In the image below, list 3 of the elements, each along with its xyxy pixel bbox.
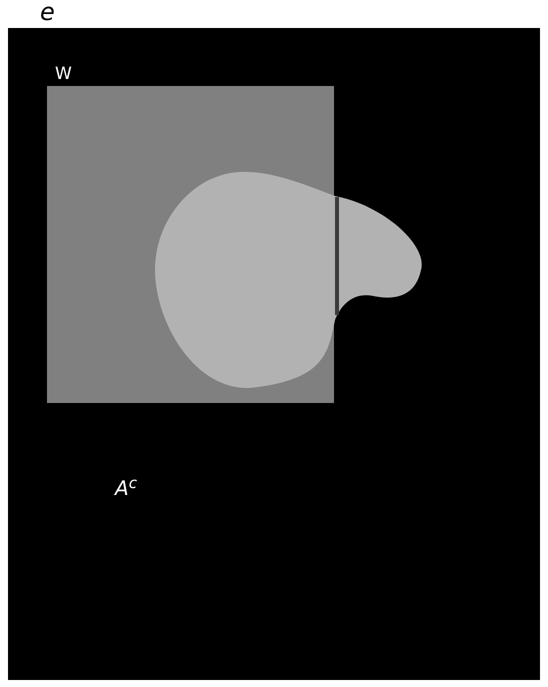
set-label: W bbox=[55, 64, 72, 84]
set-label: e bbox=[40, 0, 55, 24]
region-label: A$^{c}$ bbox=[115, 476, 137, 500]
